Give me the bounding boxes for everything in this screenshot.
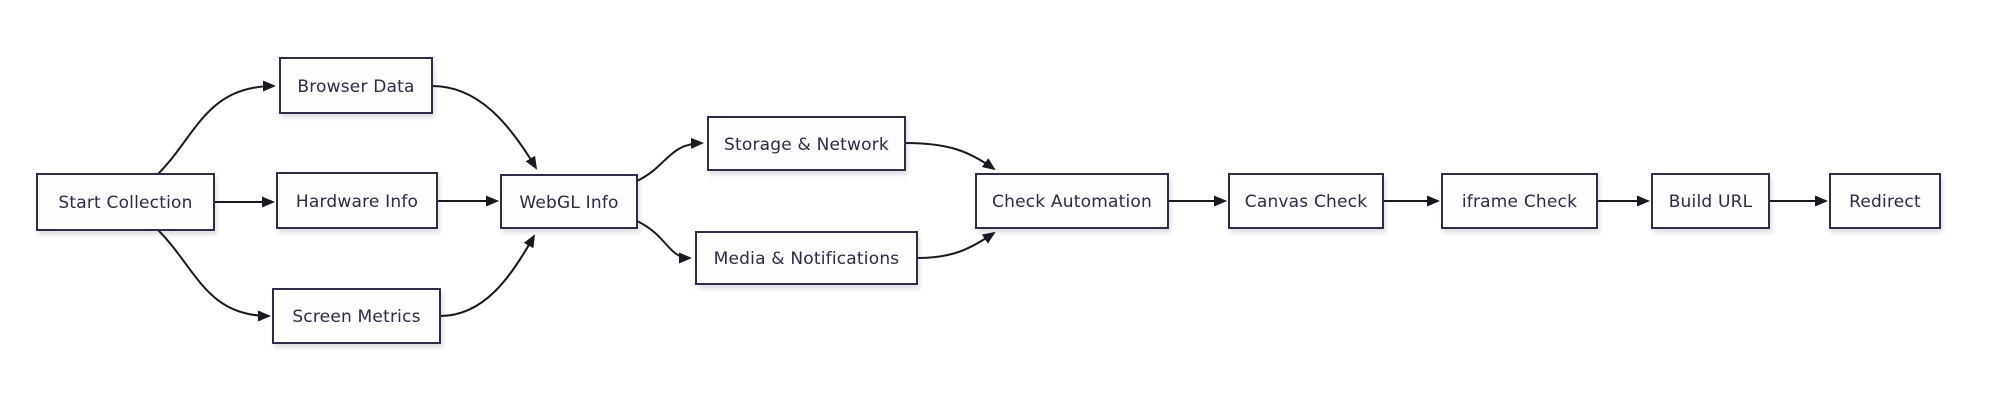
node-box — [276, 172, 438, 229]
node-box — [500, 174, 638, 229]
node-label: Redirect — [1849, 192, 1921, 212]
node-label: WebGL Info — [519, 193, 618, 213]
edge-start-to-screen-metrics — [157, 229, 271, 322]
node-label: Build URL — [1669, 192, 1753, 212]
node-build-url: Build URL — [1651, 173, 1770, 229]
node-label: Media & Notifications — [714, 249, 900, 269]
node-label: Check Automation — [992, 192, 1152, 212]
node-box — [707, 116, 906, 171]
node-box — [279, 57, 433, 114]
node-label: Hardware Info — [296, 192, 418, 212]
node-label: Browser Data — [297, 77, 414, 97]
node-box — [695, 231, 918, 285]
node-label: Screen Metrics — [292, 307, 420, 327]
node-storage-network: Storage & Network — [707, 116, 906, 171]
node-start-collection: Start Collection — [36, 173, 215, 231]
node-canvas-check: Canvas Check — [1228, 173, 1384, 229]
node-check-automation: Check Automation — [975, 173, 1169, 229]
node-label: Canvas Check — [1245, 192, 1368, 212]
node-media-notifications: Media & Notifications — [695, 231, 918, 285]
node-label: Storage & Network — [724, 135, 889, 155]
edge-start-to-browser-data — [157, 80, 276, 175]
edge-webgl-info-to-media-notifications — [636, 220, 692, 264]
node-hardware-info: Hardware Info — [276, 172, 438, 229]
node-box — [1829, 173, 1941, 229]
edge-screen-metrics-to-webgl-info — [439, 234, 535, 317]
node-label: iframe Check — [1462, 192, 1577, 212]
edge-media-notifications-to-check-automation — [916, 231, 996, 259]
node-redirect: Redirect — [1829, 173, 1941, 229]
node-screen-metrics: Screen Metrics — [272, 288, 441, 344]
node-box — [1651, 173, 1770, 229]
node-box — [1441, 173, 1598, 229]
edge-browser-data-to-webgl-info — [431, 85, 538, 170]
node-label: Start Collection — [58, 193, 192, 213]
edge-webgl-info-to-storage-network — [636, 137, 704, 182]
node-box — [36, 173, 215, 231]
node-browser-data: Browser Data — [279, 57, 433, 114]
node-box — [1228, 173, 1384, 229]
edge-layer — [157, 80, 1828, 322]
node-layer: Start Collection Browser Data Hardware I… — [36, 57, 1941, 344]
node-webgl-info: WebGL Info — [500, 174, 638, 229]
node-iframe-check: iframe Check — [1441, 173, 1598, 229]
node-box — [272, 288, 441, 344]
node-box — [975, 173, 1169, 229]
edge-storage-network-to-check-automation — [904, 142, 996, 171]
